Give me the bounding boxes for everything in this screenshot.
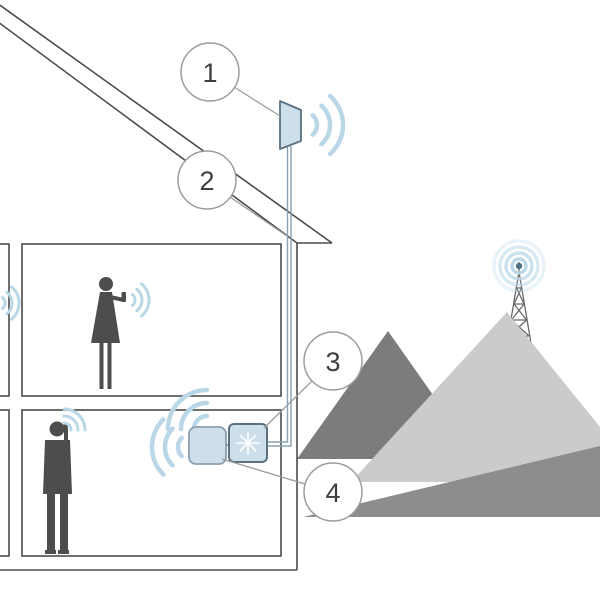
house [0,4,333,571]
callout-2: 2 [177,150,288,237]
woman-leg-left [99,343,104,389]
indoor-antenna [188,426,227,465]
man-phone-waves [62,407,87,432]
woman-phone-waves [131,282,151,318]
mountain-foreground [303,446,600,517]
callout-1-circle [180,42,240,102]
tower-signal-rings [492,239,546,293]
callouts: 1 2 3 4 [177,42,363,522]
woman-dress [91,292,120,343]
callout-2-label: 2 [199,166,214,196]
callout-2-leader [229,196,288,237]
callout-3-label: 3 [325,347,340,377]
indoor-antenna-waves-left [149,417,185,477]
outdoor-antenna-waves [310,93,346,157]
man-foot-right [58,550,69,554]
booster-burst-icon [236,431,260,455]
room-lower [21,409,282,557]
callout-4-label: 4 [325,478,340,508]
callout-4: 4 [221,458,363,522]
callout-1: 1 [180,42,281,117]
mountain-light [351,312,600,482]
roof-line-inner [0,22,298,244]
callout-4-circle [303,462,363,522]
callout-4-leader [221,458,306,485]
callout-1-label: 1 [202,58,217,88]
woman-phone [121,292,126,302]
man-torso [43,440,72,494]
room-upper-left-partial [0,243,10,397]
callout-3-leader [263,380,313,429]
callout-1-leader [233,86,281,117]
man-leg-left [47,494,55,550]
woman-silhouette [91,277,126,389]
man-silhouette [43,421,72,554]
room-lower-left-partial [0,409,10,557]
man-leg-right [60,494,68,550]
tower-signal-dot [515,262,523,270]
callout-3-circle [303,331,363,391]
woman-leg-right [107,343,112,389]
outdoor-antenna [279,100,302,150]
callout-2-circle [177,150,237,210]
man-foot-left [45,550,56,554]
left-room-waves [1,285,21,321]
woman-head [99,277,113,291]
room-upper [21,243,282,397]
mountains [297,239,600,517]
man-head [49,421,65,437]
roof-line-outer [0,4,333,244]
callout-3: 3 [263,331,363,429]
